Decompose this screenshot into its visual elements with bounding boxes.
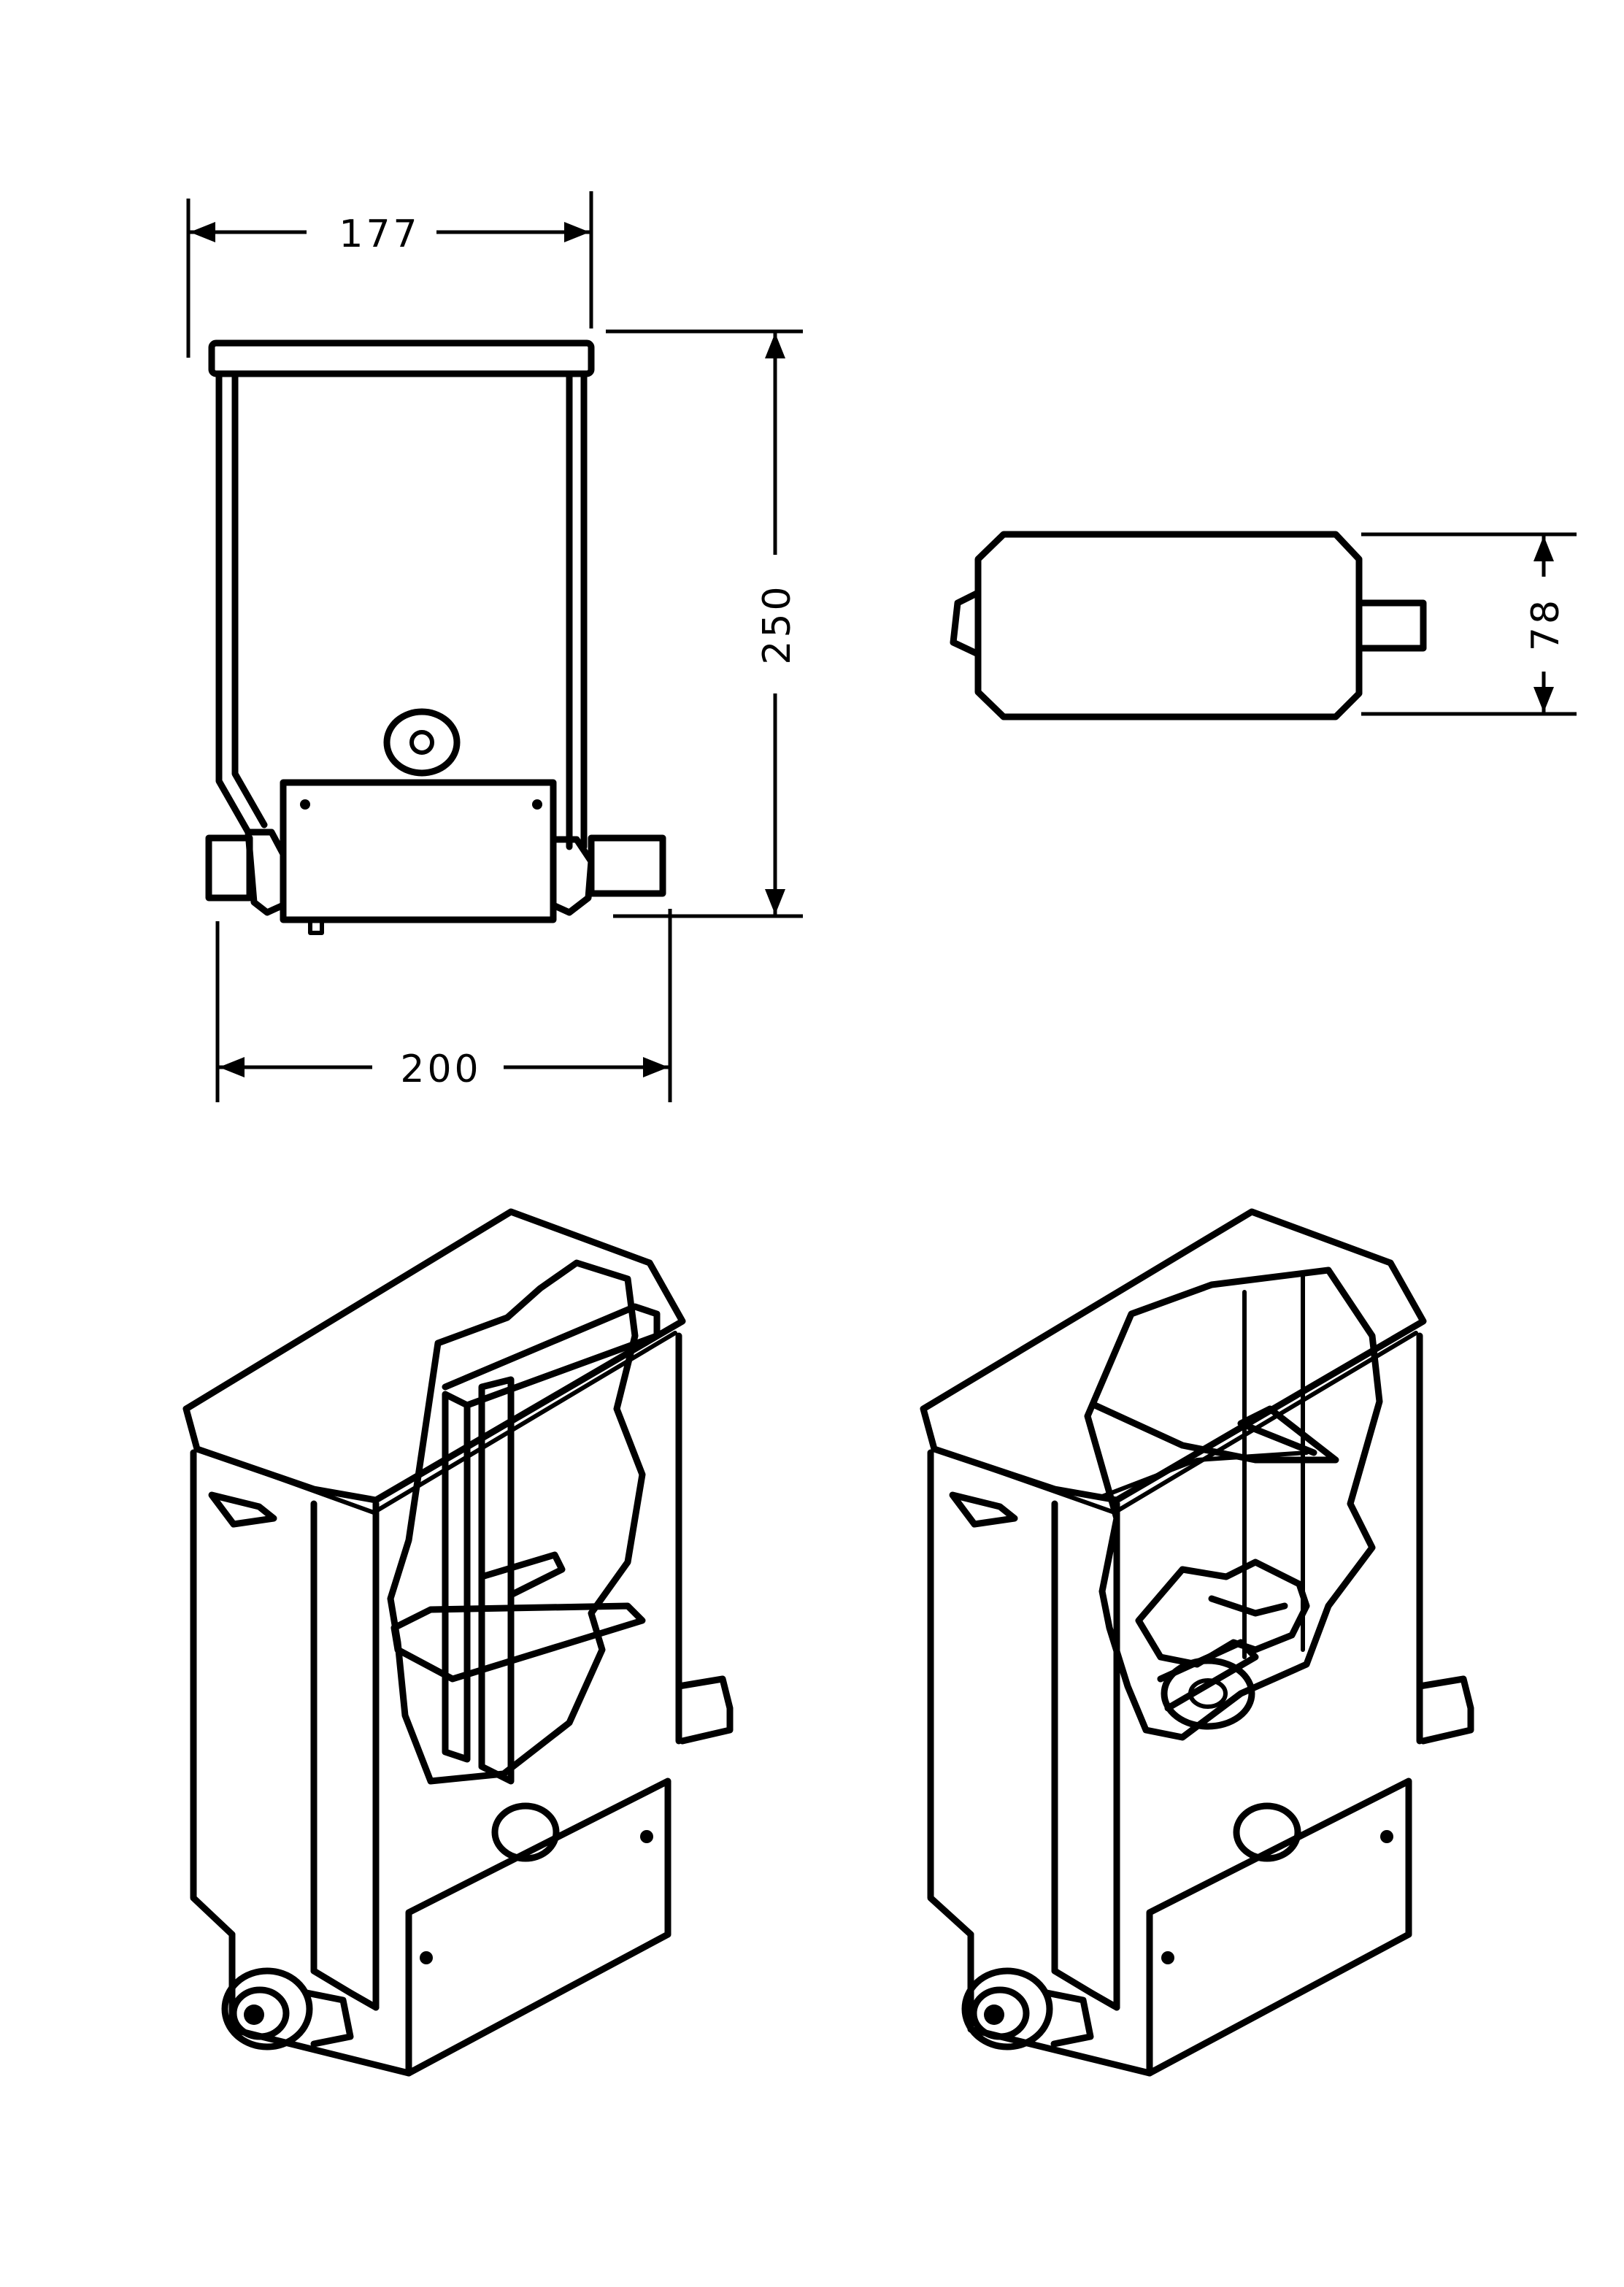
dimension-label-250: 250 bbox=[755, 583, 799, 664]
front-view: 177 250 200 bbox=[186, 191, 803, 1102]
nozzle-icon bbox=[961, 1967, 1094, 2050]
side-view: 78 bbox=[950, 531, 1577, 720]
isometric-view-cutaway-right bbox=[920, 1208, 1474, 2077]
nozzle-icon bbox=[221, 1967, 354, 2050]
isometric-view-cutaway-left bbox=[182, 1208, 734, 2077]
round-fitting-icon bbox=[383, 708, 461, 777]
dimension-label-177: 177 bbox=[339, 212, 420, 256]
dimension-label-78: 78 bbox=[1524, 597, 1568, 651]
dimension-label-200: 200 bbox=[400, 1048, 481, 1091]
